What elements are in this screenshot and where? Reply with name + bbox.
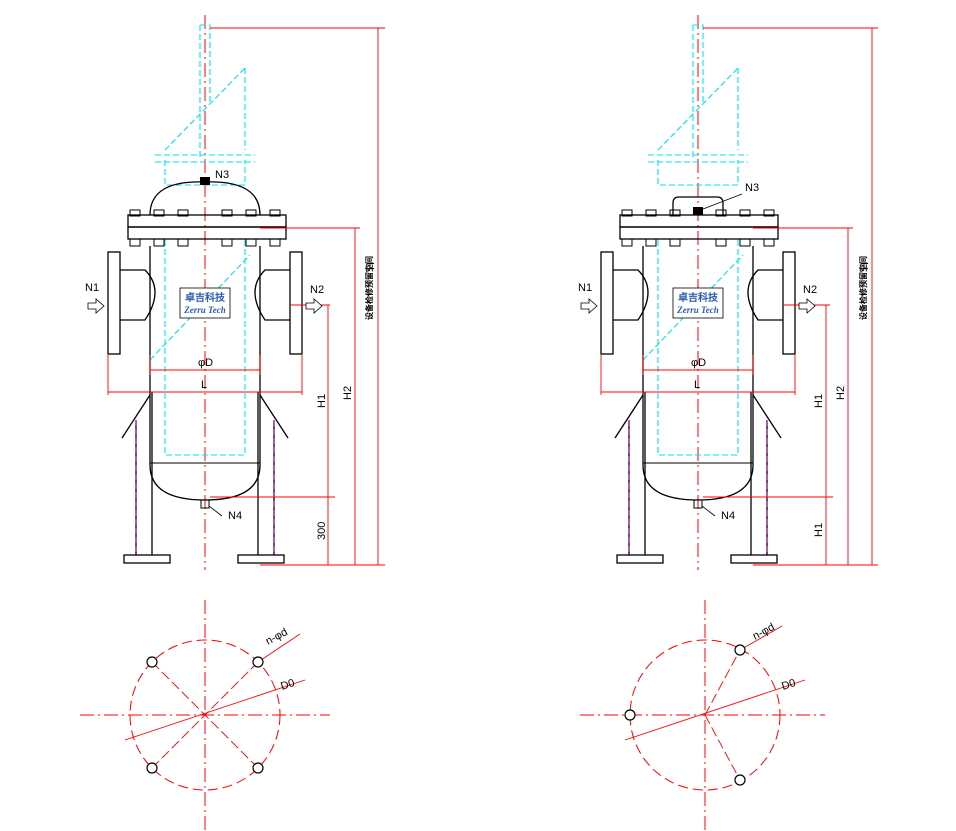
right-outlet-arrow (798, 298, 816, 314)
right-d0-label: D0 (780, 677, 797, 693)
right-bolt-hole (734, 644, 746, 656)
right-h1-label: H1 (813, 394, 825, 408)
right-n4-label: N4 (721, 510, 735, 522)
right-n2-label: N2 (803, 284, 817, 296)
left-bolt-hole (252, 762, 264, 774)
right-h-label: H (859, 262, 871, 270)
right-logo-plate: 卓吉科技 Zerru Tech (672, 287, 724, 319)
left-space-note: 设备检修预留空间 (364, 256, 374, 320)
left-d0-label: D0 (279, 677, 296, 693)
left-n2-label: N2 (310, 284, 324, 296)
right-space-note: 设备检修预留空间 (858, 256, 868, 320)
right-diameter-label: φD (691, 357, 706, 369)
right-length-label: L (694, 379, 700, 391)
right-bolt-circle: n-φd D0 (580, 600, 825, 831)
left-n3-label: N3 (215, 169, 229, 181)
left-inlet-arrow (87, 298, 105, 314)
right-logo-cn: 卓吉科技 (678, 291, 719, 304)
left-n1-label: N1 (85, 282, 99, 294)
left-bolt-note: n-φd (264, 626, 290, 647)
right-bolt-hole (624, 709, 636, 721)
left-logo-plate: 卓吉科技 Zerru Tech (179, 287, 231, 319)
left-n4-label: N4 (228, 510, 242, 522)
left-bolt-hole (146, 656, 158, 668)
right-h1-bottom-label: H1 (813, 523, 825, 537)
left-h1-label: H1 (316, 394, 328, 408)
left-length-label: L (201, 379, 207, 391)
right-h2-label: H2 (835, 386, 847, 400)
right-n3-label: N3 (745, 182, 759, 194)
right-n1-label: N1 (578, 282, 592, 294)
left-h2-label: H2 (342, 386, 354, 400)
left-basket-outline (149, 24, 255, 456)
right-inlet-arrow (580, 298, 598, 314)
right-bolt-hole (734, 774, 746, 786)
right-bolt-note: n-φd (751, 621, 777, 642)
right-logo-en: Zerru Tech (676, 305, 718, 315)
left-300-label: 300 (316, 522, 328, 540)
left-outlet-arrow (305, 298, 323, 314)
left-h-label: H (365, 262, 377, 270)
left-bolt-hole (252, 656, 264, 668)
left-logo-cn: 卓吉科技 (185, 291, 226, 304)
left-logo-en: Zerru Tech (183, 305, 225, 315)
left-bolt-hole (146, 762, 158, 774)
left-filter-elevation: 卓吉科技 Zerru Tech N1 N2 N3 N4 φD L H (85, 15, 385, 570)
left-bolt-circle: n-φd D0 (80, 600, 330, 831)
left-diameter-label: φD (198, 357, 213, 369)
right-filter-elevation: 卓吉科技 Zerru Tech N1 N2 N3 N4 φD L H H2 (578, 15, 878, 570)
